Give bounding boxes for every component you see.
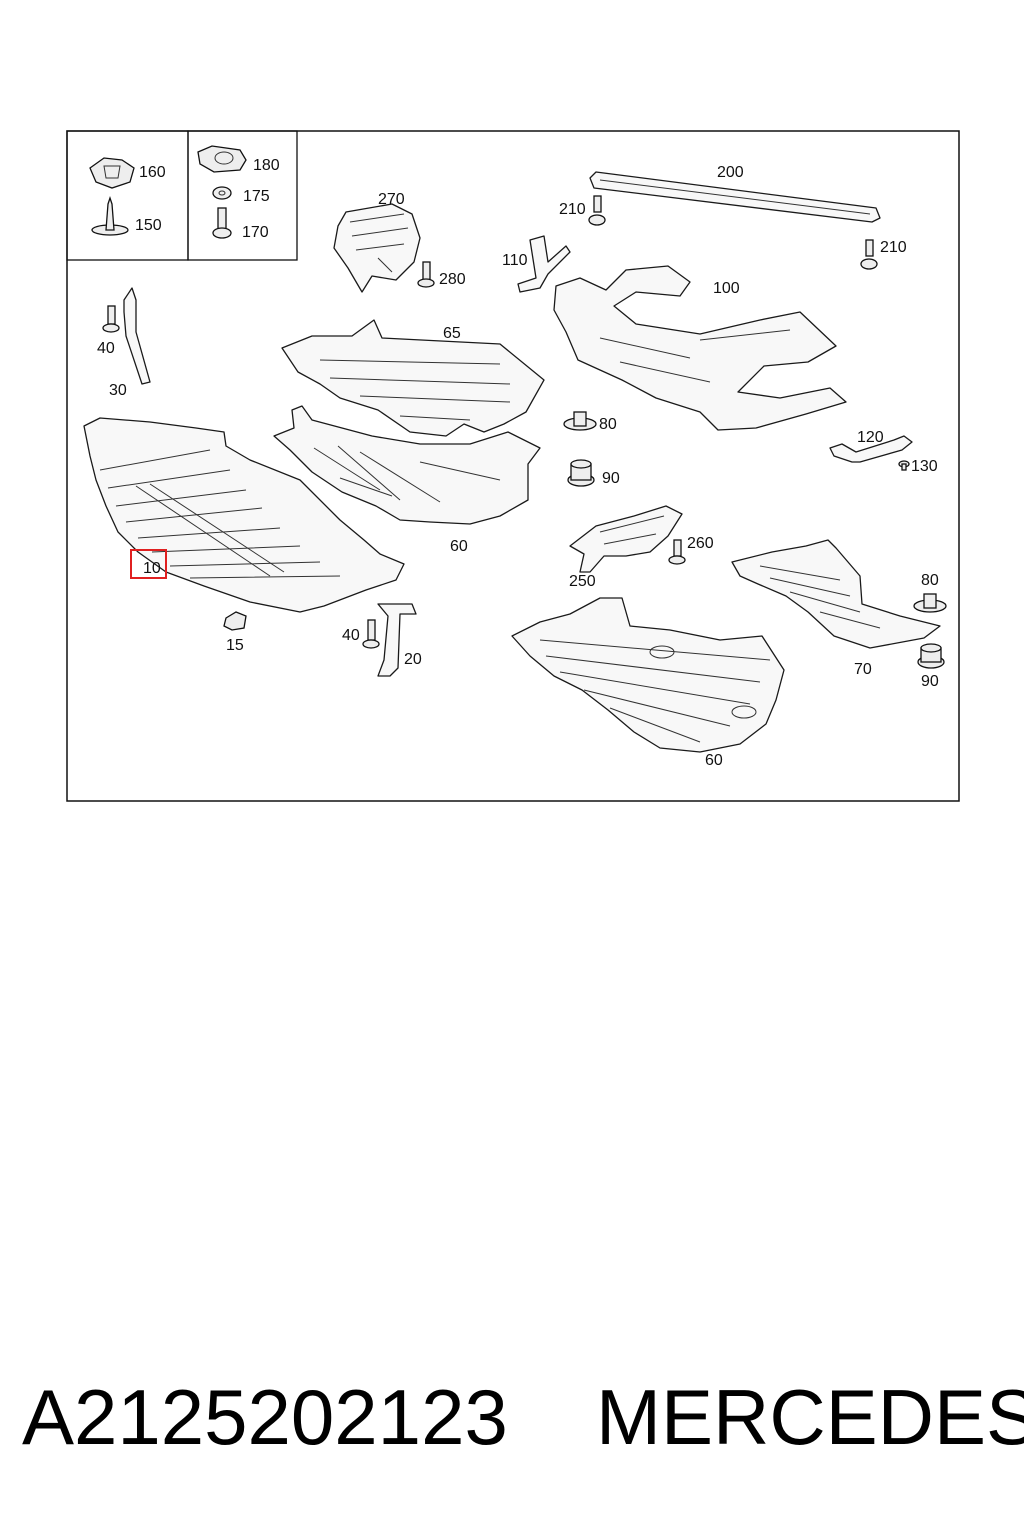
callout-40-b: 40 — [342, 627, 360, 644]
callout-30: 30 — [109, 382, 127, 399]
clip-nut-icon — [89, 157, 135, 189]
bolt-40-icon-a — [102, 305, 120, 333]
bushing-90-icon-b — [917, 643, 945, 669]
callout-120: 120 — [857, 429, 884, 446]
grommet-80-icon-b — [913, 593, 947, 613]
bracket-120-outline — [829, 435, 913, 463]
highlight-box-10 — [130, 549, 167, 579]
callout-280: 280 — [439, 271, 466, 288]
screw-130-icon — [898, 460, 910, 471]
panel-65-outline — [281, 319, 545, 437]
callout-20: 20 — [404, 651, 422, 668]
callout-60-a: 60 — [450, 538, 468, 555]
bolt-40-icon-b — [362, 619, 380, 649]
part-number: A2125202123 — [22, 1373, 508, 1461]
callout-150: 150 — [135, 217, 162, 234]
undertray-10-outline — [83, 417, 405, 613]
bolt-210-icon-b — [860, 239, 878, 270]
panel-60-upper-outline — [273, 405, 541, 525]
callout-130: 130 — [911, 458, 938, 475]
bracket-20-outline — [377, 603, 417, 677]
brand-name: MERCEDES — [596, 1373, 1024, 1461]
bushing-90-icon-a — [567, 459, 595, 487]
callout-80-b: 80 — [921, 572, 939, 589]
callout-210-a: 210 — [559, 201, 586, 218]
callout-60-b: 60 — [705, 752, 723, 769]
callout-170: 170 — [242, 224, 269, 241]
bracket-270-outline — [333, 203, 421, 293]
bracket-30-outline — [123, 287, 151, 385]
callout-90-a: 90 — [602, 470, 620, 487]
callout-100: 100 — [713, 280, 740, 297]
bracket-110-outline — [517, 235, 571, 293]
panel-100-outline — [553, 265, 847, 431]
callout-270: 270 — [378, 191, 405, 208]
callout-65: 65 — [443, 325, 461, 342]
bolt-280-icon — [417, 261, 435, 288]
callout-90-b: 90 — [921, 673, 939, 690]
callout-80-a: 80 — [599, 416, 617, 433]
strut-bar-outline — [589, 171, 881, 223]
callout-10: 10 — [143, 560, 161, 577]
callout-175: 175 — [243, 188, 270, 205]
clip-15-icon — [223, 611, 247, 631]
footer-caption: A2125202123 MERCEDES — [0, 1372, 1024, 1482]
screw-icon — [212, 207, 232, 239]
bolt-260-icon — [668, 539, 686, 565]
panel-70-outline — [731, 539, 941, 649]
speed-nut-icon — [197, 145, 247, 173]
callout-160: 160 — [139, 164, 166, 181]
callout-40-a: 40 — [97, 340, 115, 357]
bolt-210-icon-a — [588, 195, 606, 226]
panel-60-lower-outline — [511, 597, 785, 753]
bracket-250-outline — [569, 505, 683, 573]
hardware-inset — [66, 130, 298, 261]
grommet-80-icon-a — [563, 411, 597, 431]
push-rivet-icon — [91, 195, 129, 236]
washer-icon — [212, 186, 232, 200]
callout-200: 200 — [717, 164, 744, 181]
callout-250: 250 — [569, 573, 596, 590]
callout-180: 180 — [253, 157, 280, 174]
callout-260: 260 — [687, 535, 714, 552]
callout-210-b: 210 — [880, 239, 907, 256]
callout-110: 110 — [502, 252, 528, 269]
callout-70: 70 — [854, 661, 872, 678]
callout-15: 15 — [226, 637, 244, 654]
